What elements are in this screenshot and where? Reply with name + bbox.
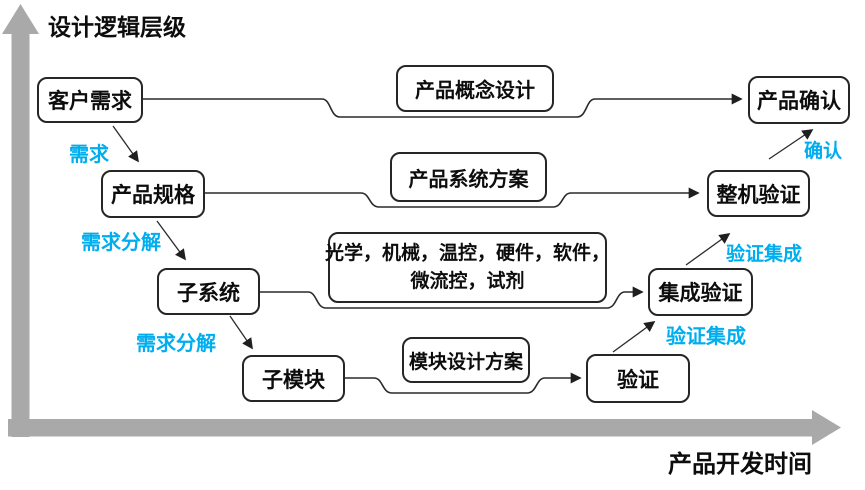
node-subsystem: 子系统 bbox=[157, 268, 260, 315]
y-axis-arrow bbox=[2, 4, 39, 437]
connector-subsystem-to-integration bbox=[260, 286, 644, 309]
arrow-spec-to-subsystem bbox=[156, 220, 186, 261]
node-product-spec: 产品规格 bbox=[101, 170, 205, 218]
node-verification: 验证 bbox=[586, 354, 690, 403]
edge-label-verification-integration-upper: 验证集成 bbox=[726, 243, 803, 265]
process-concept-design: 产品概念设计 bbox=[396, 65, 554, 112]
node-product-confirmation: 产品确认 bbox=[748, 76, 850, 124]
edge-label-requirement-decomposition-2: 需求分解 bbox=[136, 331, 216, 355]
edge-label-requirement: 需求 bbox=[69, 142, 109, 166]
process-system-plan: 产品系统方案 bbox=[390, 152, 547, 202]
process-module-design: 模块设计方案 bbox=[402, 337, 530, 383]
node-customer-needs: 客户需求 bbox=[37, 77, 143, 123]
arrow-machine-to-confirm bbox=[768, 129, 814, 160]
edge-label-requirement-decomposition-1: 需求分解 bbox=[81, 230, 161, 254]
process-subsystem-domains-line1: 光学，机械，温控，硬件，软件， bbox=[325, 241, 611, 264]
node-submodule: 子模块 bbox=[242, 355, 345, 402]
process-subsystem-domains: 光学，机械，温控，硬件，软件， 微流控，试剂 bbox=[325, 232, 611, 303]
connector-submodule-to-verify bbox=[345, 372, 582, 394]
arrow-customer-to-spec bbox=[112, 125, 139, 163]
connector-customer-to-confirm bbox=[143, 93, 743, 118]
arrow-subsystem-to-submodule bbox=[229, 315, 253, 350]
x-axis-title: 产品开发时间 bbox=[668, 450, 812, 478]
edge-label-verification-integration-lower: 验证集成 bbox=[666, 324, 746, 348]
process-subsystem-domains-line2: 微流控，试剂 bbox=[410, 269, 525, 292]
connector-spec-to-machine bbox=[205, 187, 700, 208]
node-whole-machine-verification: 整机验证 bbox=[707, 170, 810, 217]
x-axis-arrow bbox=[8, 410, 841, 445]
edge-label-confirmation: 确认 bbox=[804, 140, 843, 162]
arrow-integration-to-machine bbox=[685, 233, 731, 266]
y-axis-title: 设计逻辑层级 bbox=[48, 15, 186, 41]
arrow-verify-to-integration bbox=[612, 321, 656, 353]
node-integration-verification: 集成验证 bbox=[648, 268, 753, 316]
